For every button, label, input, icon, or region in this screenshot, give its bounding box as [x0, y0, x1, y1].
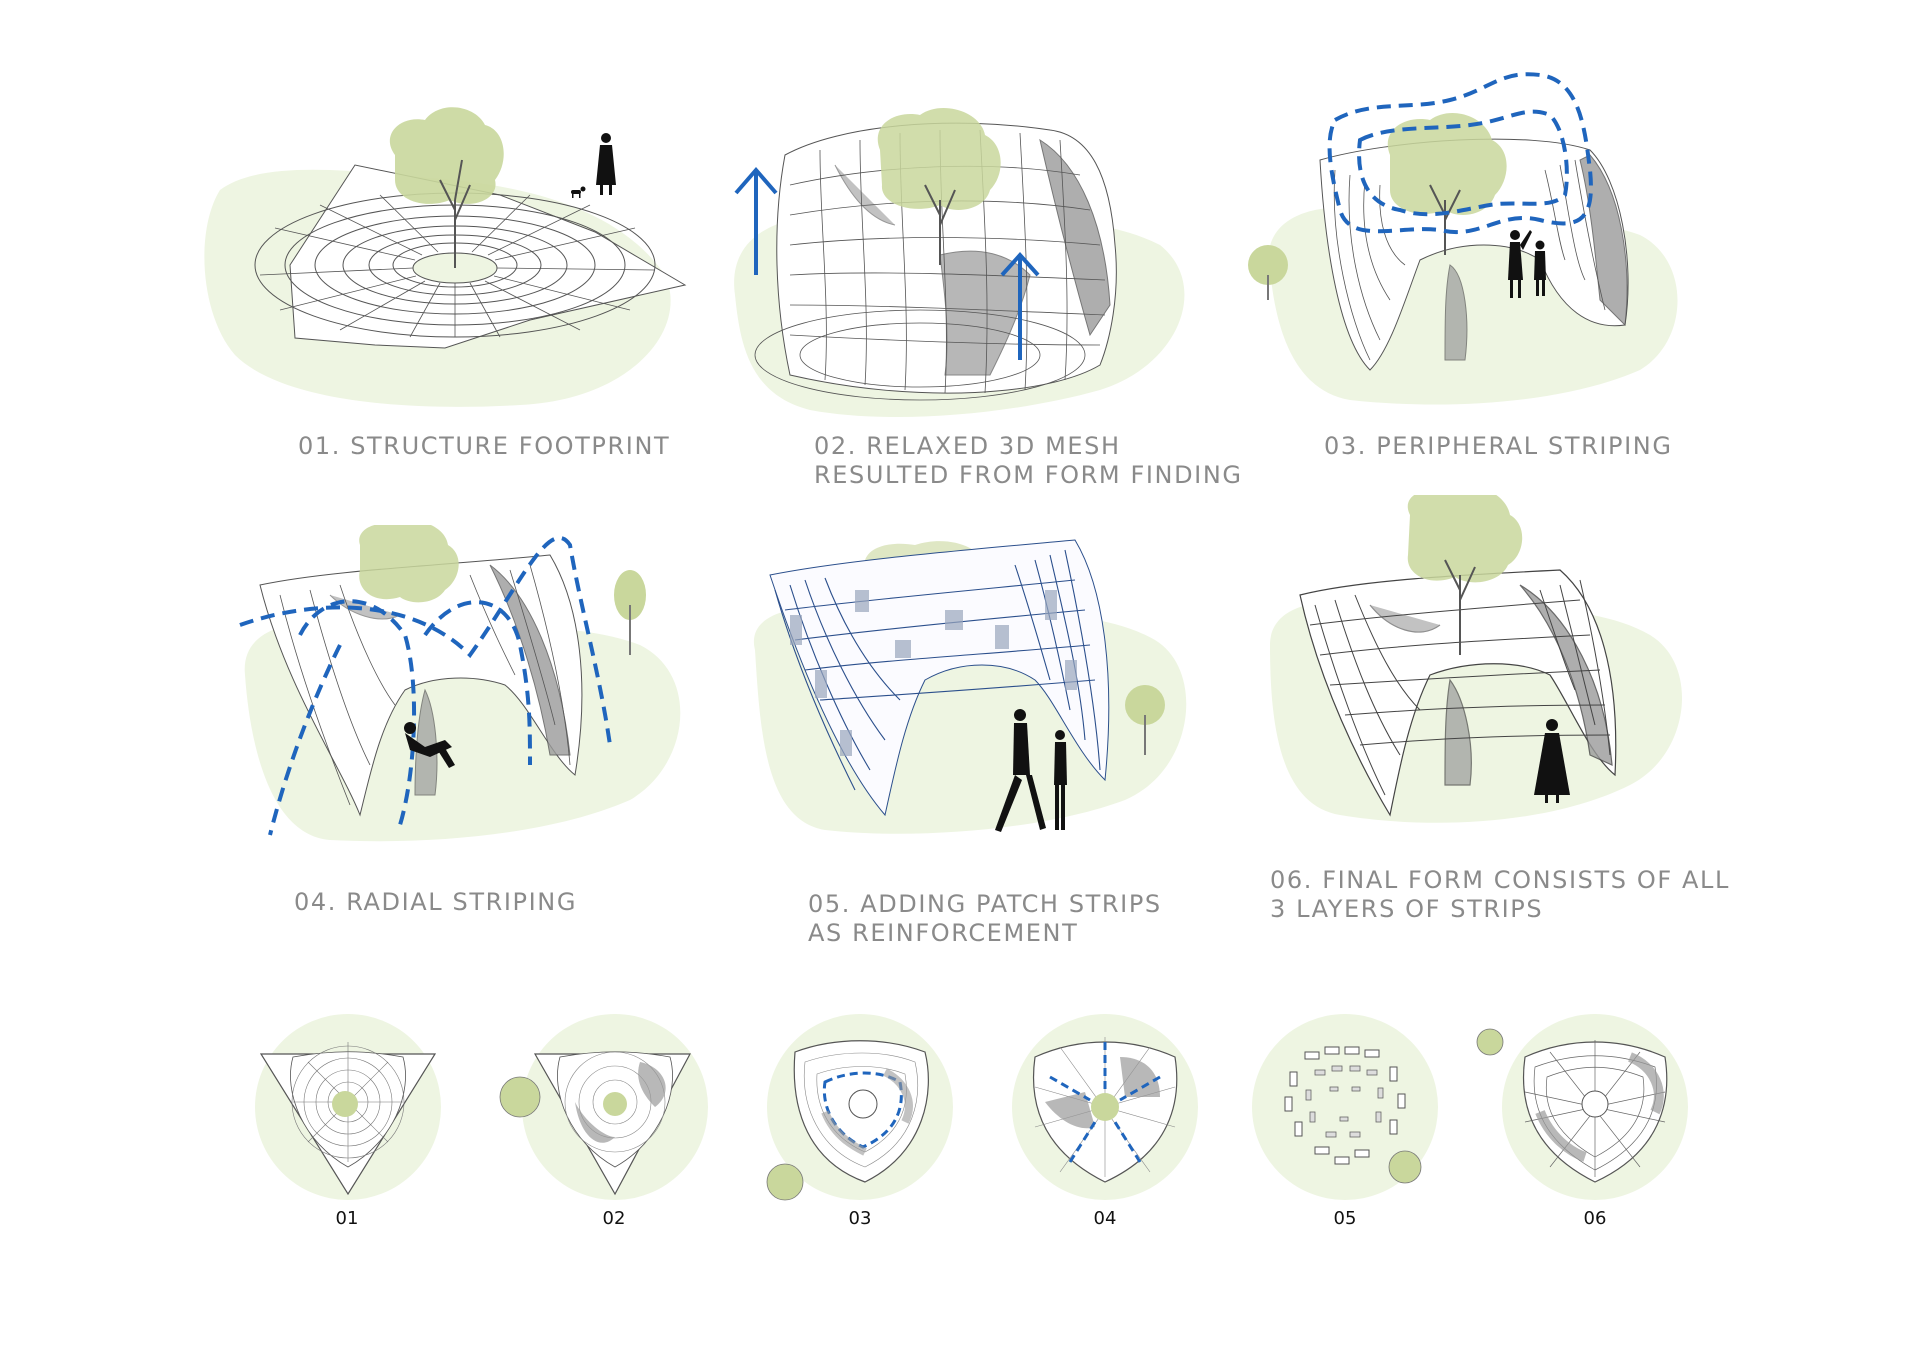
- patch-strips: [769, 539, 1110, 817]
- diagram-01-structure-footprint: [200, 100, 700, 420]
- tree-icon: [1125, 685, 1165, 755]
- caption-06: 06. FINAL FORM CONSISTS OF ALL 3 LAYERS …: [1270, 866, 1730, 924]
- person-icon: [1534, 240, 1546, 296]
- person-icon: [596, 133, 616, 195]
- peripheral-curves: [1327, 72, 1593, 234]
- caption-02: 02. RELAXED 3D MESH RESULTED FROM FORM F…: [814, 432, 1243, 490]
- diagram-03-peripheral-striping: [1240, 60, 1700, 420]
- caption-03: 03. PERIPHERAL STRIPING: [1324, 432, 1673, 461]
- caption-line: RESULTED FROM FORM FINDING: [814, 461, 1243, 489]
- person-icon: [1054, 730, 1067, 830]
- caption-line: 02. RELAXED 3D MESH: [814, 432, 1121, 460]
- caption-05: 05. ADDING PATCH STRIPS AS REINFORCEMENT: [808, 890, 1162, 948]
- person-icon: [404, 722, 455, 768]
- diagram-02-relaxed-mesh: [720, 105, 1210, 425]
- mesh-3d: [259, 554, 583, 817]
- tree-icon: [877, 107, 1001, 265]
- diagram-05-patch-strips: [745, 530, 1205, 850]
- tree-icon: [359, 525, 459, 603]
- plan-label-01: 01: [335, 1208, 359, 1229]
- radial-curves: [239, 536, 612, 836]
- plan-label-06: 06: [1583, 1208, 1607, 1229]
- diagram-06-final-form: [1260, 495, 1700, 835]
- mesh-3d: [1299, 569, 1617, 817]
- plan-01: [253, 1012, 443, 1207]
- tree-icon: [1387, 112, 1507, 255]
- diagram-04-radial-striping: [230, 525, 700, 855]
- plan-03: [765, 1012, 965, 1217]
- person-icon: [995, 709, 1046, 832]
- plan-label-02: 02: [602, 1208, 626, 1229]
- plan-02: [490, 1012, 710, 1207]
- caption-line: 01. STRUCTURE FOOTPRINT: [298, 432, 671, 460]
- tree-icon: [1407, 495, 1523, 655]
- plan-label-04: 04: [1093, 1208, 1117, 1229]
- caption-line: AS REINFORCEMENT: [808, 919, 1079, 947]
- arrow-up-icon: [1000, 252, 1040, 360]
- plan-06: [1475, 1012, 1690, 1207]
- person-icon: [1508, 230, 1532, 298]
- plan-04: [1010, 1012, 1200, 1207]
- dog-icon: [571, 186, 586, 198]
- caption-line: 06. FINAL FORM CONSISTS OF ALL: [1270, 866, 1730, 894]
- person-icon: [1534, 719, 1570, 803]
- arrow-up-icon: [734, 166, 778, 275]
- mesh-footprint: [254, 164, 687, 349]
- mesh-3d: [754, 122, 1117, 401]
- caption-line: 05. ADDING PATCH STRIPS: [808, 890, 1162, 918]
- caption-line: 03. PERIPHERAL STRIPING: [1324, 432, 1673, 460]
- tree-icon: [614, 570, 646, 655]
- tree-icon: [1248, 245, 1288, 300]
- caption-line: 3 LAYERS OF STRIPS: [1270, 895, 1544, 923]
- caption-04: 04. RADIAL STRIPING: [294, 888, 577, 917]
- plan-label-03: 03: [848, 1208, 872, 1229]
- plan-05: [1250, 1012, 1440, 1207]
- caption-01: 01. STRUCTURE FOOTPRINT: [298, 432, 670, 461]
- caption-line: 04. RADIAL STRIPING: [294, 888, 578, 916]
- plan-label-05: 05: [1333, 1208, 1357, 1229]
- tree-icon: [389, 107, 504, 268]
